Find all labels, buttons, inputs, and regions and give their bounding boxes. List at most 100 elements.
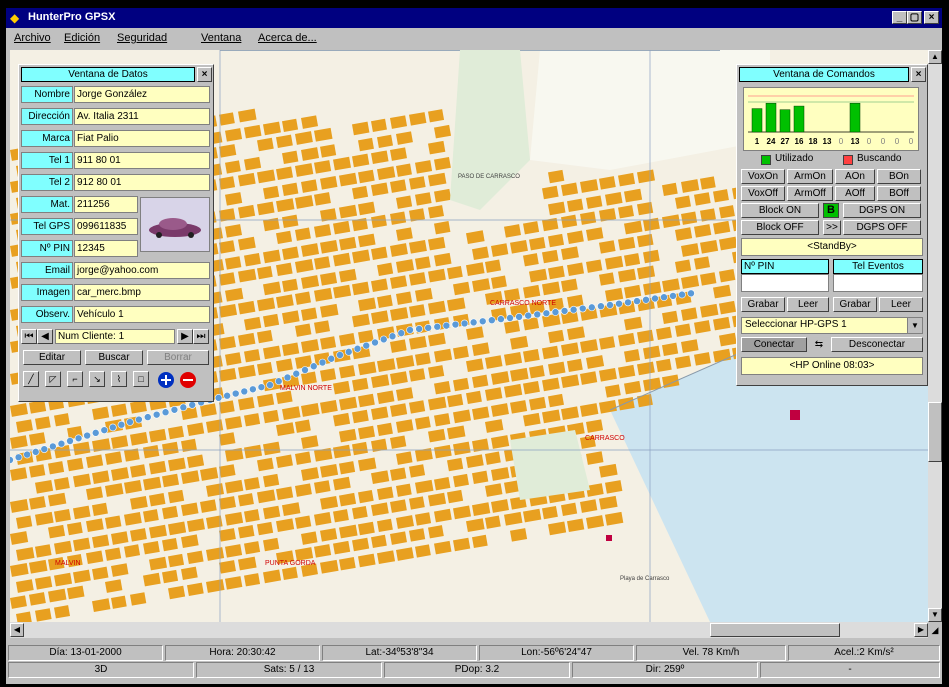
block-on-button[interactable]: Block ON (741, 203, 819, 218)
city-block (466, 454, 484, 469)
city-block (377, 518, 393, 533)
device-select[interactable]: Seleccionar HP-GPS 1 ▼ (741, 317, 923, 334)
city-block (377, 486, 394, 501)
resize-grip-icon[interactable]: ◢ (928, 622, 942, 638)
city-block (510, 367, 529, 382)
maximize-button[interactable]: ▢ (907, 11, 922, 24)
zoom-in-icon[interactable] (157, 371, 175, 389)
b-on-button[interactable]: BOn (877, 169, 921, 184)
polygon-tool-icon[interactable]: ◸ (45, 371, 61, 387)
scroll-left-icon[interactable]: ◀ (10, 623, 24, 637)
a-on-button[interactable]: AOn (835, 169, 875, 184)
chevron-down-icon[interactable]: ▼ (907, 318, 922, 333)
field-tel1[interactable]: 911 80 01 (74, 152, 210, 169)
close-button[interactable]: × (924, 11, 939, 24)
field-direccion[interactable]: Av. Italia 2311 (74, 108, 210, 125)
rectangle-tool-icon[interactable]: □ (133, 371, 149, 387)
city-block (225, 447, 244, 462)
city-block (409, 304, 426, 318)
city-block (643, 249, 660, 264)
scroll-right-icon[interactable]: ▶ (914, 623, 928, 637)
read-pin-button[interactable]: Leer (787, 297, 829, 312)
city-block (390, 403, 408, 417)
city-block (636, 233, 654, 248)
block-off-button[interactable]: Block OFF (741, 220, 819, 235)
field-marca[interactable]: Fiat Palio (74, 130, 210, 147)
nav-first-button[interactable]: ⏮ (21, 329, 37, 344)
field-nombre[interactable]: Jorge González (74, 86, 210, 103)
city-block (53, 572, 73, 587)
field-tel-gps[interactable]: 099611835 (74, 218, 138, 235)
arm-off-button[interactable]: ArmOff (787, 186, 833, 201)
nav-next-button[interactable]: ▶ (177, 329, 193, 344)
search-button[interactable]: Buscar (85, 350, 143, 365)
city-block (104, 483, 124, 497)
city-block (92, 406, 110, 421)
menu-edicion[interactable]: Edición (64, 32, 101, 44)
horizontal-scroll-thumb[interactable] (710, 623, 840, 637)
city-block (542, 281, 561, 296)
zoom-out-icon[interactable] (179, 371, 197, 389)
city-block (396, 483, 412, 497)
disconnect-button[interactable]: Desconectar (831, 337, 923, 352)
city-block (351, 281, 370, 296)
scroll-up-icon[interactable]: ▲ (928, 50, 942, 64)
field-observ[interactable]: Vehículo 1 (74, 306, 210, 323)
read-events-button[interactable]: Leer (879, 297, 923, 312)
vox-off-button[interactable]: VoxOff (741, 186, 785, 201)
save-events-button[interactable]: Grabar (833, 297, 877, 312)
city-block (491, 275, 507, 289)
pin-input[interactable] (741, 274, 829, 292)
edit-button[interactable]: Editar (23, 350, 81, 365)
city-block (585, 227, 604, 241)
field-pin[interactable]: 12345 (74, 240, 138, 257)
field-mat[interactable]: 211256 (74, 196, 138, 213)
route-tool-icon[interactable]: ⌇ (111, 371, 127, 387)
menu-acerca-de[interactable]: Acerca de... (258, 32, 317, 44)
menu-seguridad[interactable]: Seguridad (117, 32, 168, 44)
menu-ventana[interactable]: Ventana (201, 32, 242, 44)
connect-button[interactable]: Conectar (741, 337, 807, 352)
field-email[interactable]: jorge@yahoo.com (74, 262, 210, 279)
more-button[interactable]: >> (823, 220, 841, 235)
arrow-tool-icon[interactable]: ↘ (89, 371, 105, 387)
route-point (249, 385, 257, 394)
city-block (415, 288, 433, 302)
city-block (320, 368, 337, 382)
vertical-scrollbar[interactable]: ▲ ▼ (928, 50, 942, 622)
line-tool-icon[interactable]: ╱ (23, 371, 39, 387)
dgps-on-button[interactable]: DGPS ON (843, 203, 921, 218)
city-block (320, 559, 339, 574)
vertical-scroll-thumb[interactable] (928, 402, 942, 462)
nav-last-button[interactable]: ⏭ (193, 329, 209, 344)
polyline-tool-icon[interactable]: ⌐ (67, 371, 83, 387)
city-block (542, 345, 560, 360)
events-input[interactable] (833, 274, 923, 292)
city-block (263, 473, 280, 488)
minimize-button[interactable]: _ (892, 11, 907, 24)
satellite-bar (849, 102, 861, 133)
arm-on-button[interactable]: ArmOn (787, 169, 833, 184)
save-pin-button[interactable]: Grabar (741, 297, 785, 312)
city-block (238, 236, 256, 251)
a-off-button[interactable]: AOff (835, 186, 875, 201)
vehicle-marker-icon[interactable] (790, 410, 800, 420)
field-label-direccion: Dirección (21, 108, 73, 125)
menu-archivo[interactable]: Archivo (14, 32, 51, 44)
command-window-close-button[interactable]: × (911, 67, 926, 82)
map-view[interactable]: PASO DE CARRASCO CARRASCO NORTE MALVIN N… (10, 50, 928, 622)
dgps-off-button[interactable]: DGPS OFF (843, 220, 921, 235)
data-window-close-button[interactable]: × (197, 67, 212, 82)
field-imagen[interactable]: car_merc.bmp (74, 284, 210, 301)
scroll-down-icon[interactable]: ▼ (928, 608, 942, 622)
title-bar[interactable]: ◆ HunterPro GPSX _ ▢ × (6, 8, 942, 28)
b-off-button[interactable]: BOff (877, 186, 921, 201)
city-block (598, 336, 616, 350)
horizontal-scrollbar[interactable]: ◀ ▶ (10, 622, 928, 638)
nav-prev-button[interactable]: ◀ (37, 329, 53, 344)
vox-on-button[interactable]: VoxOn (741, 169, 785, 184)
field-tel2[interactable]: 912 80 01 (74, 174, 210, 191)
city-block (339, 556, 356, 571)
poi-marker[interactable] (606, 535, 612, 541)
delete-button[interactable]: Borrar (147, 350, 209, 365)
